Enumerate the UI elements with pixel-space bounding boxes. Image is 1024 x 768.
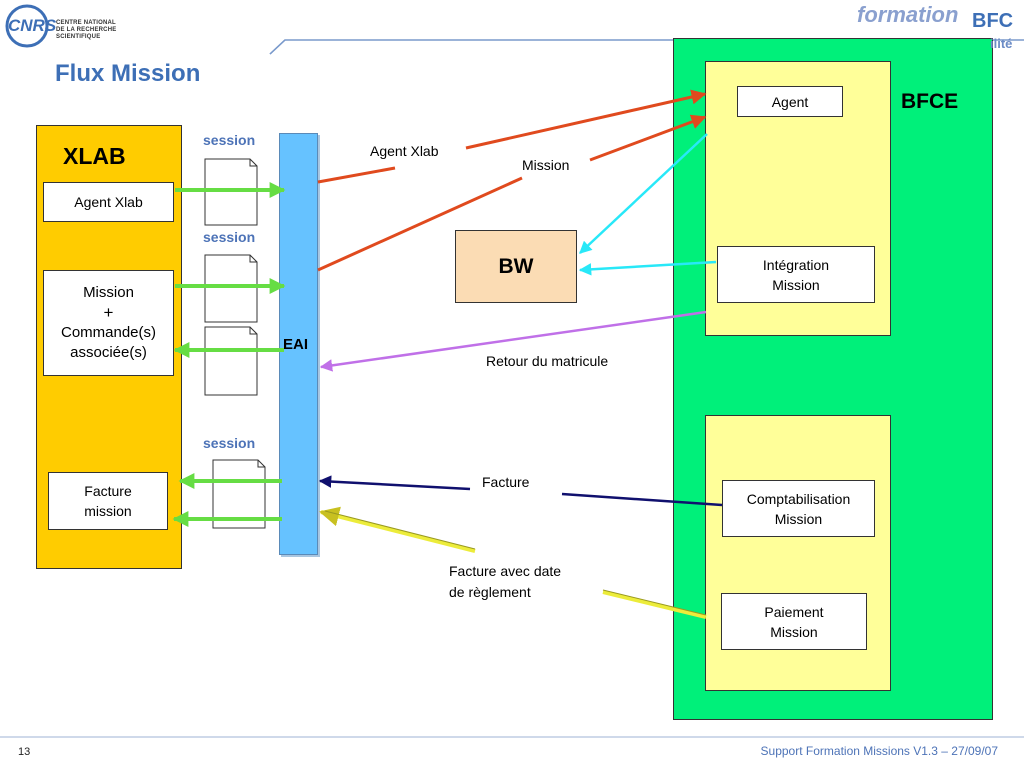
cnrs-text: CENTRE NATIONAL DE LA RECHERCHE SCIENTIF…	[56, 20, 116, 41]
paiement-line: Paiement	[764, 603, 824, 620]
navy-arrow-facture-part1	[561, 492, 723, 507]
flow-label-facture-date: Facture avec date de règlement	[449, 561, 561, 603]
violet-arrow-retour	[319, 310, 707, 372]
cyan-arrow-to-bw-2	[578, 260, 717, 276]
xlab-facture-line: mission	[84, 503, 132, 519]
formation-logo-text: formation	[857, 2, 959, 27]
xlab-facture-line: Facture	[84, 483, 132, 499]
integration-line: Mission	[772, 276, 820, 293]
cnrs-line: CENTRE NATIONAL	[56, 20, 116, 26]
cyan-arrow-to-bw-1	[579, 133, 708, 254]
comptabilisation-line: Mission	[774, 510, 823, 527]
yellow-arrow-date-part2-edge	[324, 510, 476, 550]
xlab-mission-line: associée(s)	[70, 344, 147, 361]
document-icon	[204, 254, 258, 323]
eai-label: EAI	[283, 336, 309, 353]
bw-label: BW	[498, 254, 534, 278]
bfce-label: BFCE	[901, 90, 959, 113]
document-icon	[212, 459, 266, 529]
flow-label-mission: Mission	[522, 157, 570, 173]
page-title: Flux Mission	[55, 60, 201, 87]
xlab-agent-box: Agent Xlab	[43, 182, 174, 222]
paiement-line: Mission	[770, 623, 818, 640]
bfce-agent-label: Agent	[771, 93, 809, 110]
bfc-logo-text: BFC	[972, 10, 1014, 32]
integration-line: Intégration	[762, 256, 830, 273]
red-arrow-agent-part2	[465, 89, 707, 150]
bfce-agent-box: Agent	[737, 86, 843, 117]
xlab-facture-box: Facture mission	[48, 472, 168, 530]
flow-label-facture: Facture	[482, 474, 530, 490]
cnrs-line: SCIENTIFIQUE	[56, 34, 101, 40]
session-label: session	[203, 435, 256, 451]
cnrs-logo-icon: CNRS	[5, 4, 57, 48]
xlab-mission-box: Mission + Commande(s) associée(s)	[43, 270, 174, 376]
bw-box: BW	[455, 230, 577, 303]
cnrs-line: DE LA RECHERCHE	[56, 27, 117, 33]
yellow-arrow-date-part1-edge	[602, 589, 707, 616]
red-arrow-mission-part2	[589, 114, 707, 162]
svg-text:CNRS: CNRS	[8, 16, 57, 35]
footer-text: Support Formation Missions V1.3 – 27/09/…	[760, 744, 998, 758]
navy-arrow-facture-part2	[318, 475, 471, 491]
flow-label-retour: Retour du matricule	[486, 353, 609, 369]
tagline-fragment: ilité	[990, 36, 1013, 51]
page-number: 13	[18, 746, 31, 758]
session-label: session	[203, 132, 256, 148]
yellow-arrow-date-part1	[602, 590, 707, 619]
red-arrow-agent-part1	[317, 166, 396, 184]
document-icon	[204, 326, 258, 396]
facture-date-line: de règlement	[449, 584, 531, 600]
yellow-arrow-date-part2	[319, 506, 476, 553]
comptabilisation-line: Comptabilisation	[746, 490, 851, 507]
facture-date-line: Facture avec date	[449, 563, 562, 579]
red-arrow-mission-part1	[317, 176, 523, 272]
xlab-mission-line: +	[103, 303, 114, 322]
xlab-mission-line: Mission	[83, 284, 134, 301]
eai-column	[279, 133, 318, 555]
xlab-mission-line: Commande(s)	[60, 324, 157, 341]
paiement-mission-box: Paiement Mission	[721, 593, 867, 650]
xlab-agent-label: Agent Xlab	[74, 194, 143, 210]
comptabilisation-mission-box: Comptabilisation Mission	[722, 480, 875, 537]
flow-label-agent-xlab: Agent Xlab	[370, 143, 439, 159]
session-label: session	[203, 229, 256, 245]
xlab-label: XLAB	[63, 143, 126, 169]
integration-mission-box: Intégration Mission	[717, 246, 875, 303]
